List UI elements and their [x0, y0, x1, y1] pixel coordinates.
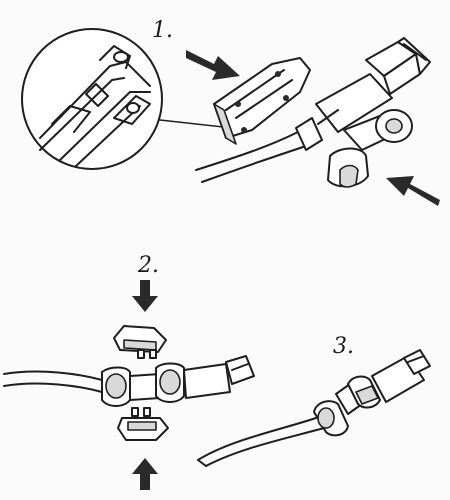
callout-line [159, 119, 233, 129]
arrow-icon [132, 280, 158, 312]
step-2-label: 2. [138, 253, 159, 278]
cable-step1 [195, 37, 431, 183]
arrow-icon [186, 50, 240, 80]
step3-panel [197, 349, 431, 467]
step-1-label: 1. [152, 18, 173, 43]
clip-half-bottom [117, 407, 169, 441]
cable-step2 [3, 355, 255, 407]
magnifier-circle-icon [21, 28, 163, 170]
step2-panel [3, 280, 255, 490]
clip-top-part [213, 57, 311, 145]
arrow-icon [386, 176, 440, 206]
step1-panel [21, 28, 440, 206]
clip-half-top [113, 325, 167, 359]
arrow-icon [132, 458, 158, 490]
step-3-label: 3. [333, 334, 354, 359]
cable-step3 [197, 349, 431, 467]
clip-bottom-part [327, 109, 413, 188]
